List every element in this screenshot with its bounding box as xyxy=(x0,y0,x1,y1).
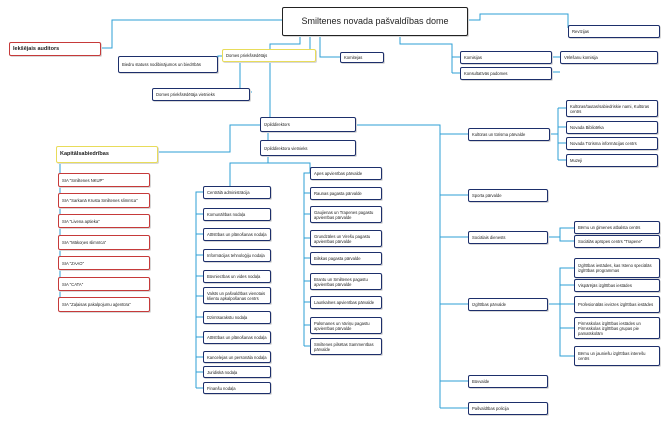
election-commission-node[interactable]: Vēlēšanu komisija xyxy=(560,51,658,64)
internal-auditor-node[interactable]: Iekšējais auditors xyxy=(9,42,101,56)
social-item[interactable]: Sociālās aprūpes centrs "Trapene" xyxy=(574,235,660,248)
admin-department-item[interactable]: Attīstības un plānošanas nodaļa xyxy=(203,228,271,241)
association-status-node[interactable]: Biedru statuss nodibinājumos un biedrībā… xyxy=(118,56,218,73)
parish-admin-item[interactable]: Apes apvienības pārvalde xyxy=(310,167,382,180)
vice-chair-node[interactable]: Domes priekšsēdētāja vietnieks xyxy=(152,88,250,101)
culture-item[interactable]: Muzeji xyxy=(566,154,658,167)
education-item[interactable]: Bērnu un jauniešu izglītības interešu ce… xyxy=(574,346,660,366)
social-item[interactable]: Bērnu un ģimenes atbalsta centrs xyxy=(574,221,660,234)
education-item[interactable]: Profesionālās ievirzes izglītības iestād… xyxy=(574,296,660,313)
parish-admin-item[interactable]: Palsmanes un Variņu pagastu apvienības p… xyxy=(310,317,382,334)
capital-companies-title[interactable]: Kapitālsabiedrības xyxy=(56,146,158,163)
culture-tourism-admin-node[interactable]: Kultūras un tūrisma pārvalde xyxy=(468,128,550,141)
education-admin-node[interactable]: Izglītības pārvalde xyxy=(468,298,548,311)
social-service-node[interactable]: Sociālais dienests xyxy=(468,231,548,244)
admin-department-item[interactable]: Finanšu nodaļa xyxy=(203,382,271,394)
admin-department-item[interactable]: Dzimtsarakstu nodaļa xyxy=(203,311,271,324)
executive-director-node[interactable]: Izpilddirektors xyxy=(260,117,356,132)
municipal-police-node[interactable]: Pašvaldības policija xyxy=(468,402,548,415)
audit-node[interactable]: Revīzijas xyxy=(568,25,660,38)
parish-admin-item[interactable]: Gaujienas un Trapenes pagastu apvienības… xyxy=(310,206,382,223)
admin-department-item[interactable]: Informācijas tehnoloģiju nodaļa xyxy=(203,249,271,262)
capital-company-item[interactable]: SIA "Zaļaisas pakalpojumu aģentūra" xyxy=(58,297,150,312)
capital-company-item[interactable]: SIA "Smiltenes NKUP" xyxy=(58,173,150,187)
capital-company-item[interactable]: SIA "Sarkanā Krusta Smiltenes slimnīca" xyxy=(58,193,150,208)
sports-admin-node[interactable]: Sporta pārvalde xyxy=(468,189,548,202)
root-node[interactable]: Smiltenes novada pašvaldības dome xyxy=(282,7,468,36)
capital-company-item[interactable]: SIA "CATA" xyxy=(58,277,150,291)
parish-admin-item[interactable]: Raunas pagasta pārvalde xyxy=(310,187,382,200)
central-admin-title[interactable]: Centrālā administrācija xyxy=(203,186,271,199)
committees-node[interactable]: Komitejas xyxy=(340,52,384,63)
advisory-councils-node[interactable]: Konsultatīvās padomes xyxy=(460,67,552,80)
commissions-node[interactable]: Komisijas xyxy=(460,51,552,64)
council-chair-node[interactable]: Domes priekšsēdētājs xyxy=(222,49,316,62)
parish-admin-item[interactable]: Brantu un Smiltenes pagastu apvienības p… xyxy=(310,273,382,290)
capital-company-item[interactable]: SIA "Mākoņes slimnīca" xyxy=(58,235,150,250)
culture-item[interactable]: Kultūras/tautas/sabiedriskie nami, Kultū… xyxy=(566,100,658,117)
parish-admin-item[interactable]: Grundzāles un Virešu pagastu apvienības … xyxy=(310,230,382,247)
parish-admin-item[interactable]: Launkalnes apvienības pārvalde xyxy=(310,296,382,309)
admin-department-item[interactable]: Komunālības nodaļa xyxy=(203,208,271,221)
admin-department-item[interactable]: Valsts un pašvaldības vienotais klientu … xyxy=(203,287,271,304)
admin-department-item[interactable]: Kancelejas un personāla nodaļa xyxy=(203,351,271,363)
admin-department-item[interactable]: Juridiskā nodaļa xyxy=(203,366,271,378)
admin-department-item[interactable]: Būvniecības un vides nodaļa xyxy=(203,270,271,283)
parish-admin-item[interactable]: Smiltenes pilsētas Sammenības pārvalde xyxy=(310,338,382,355)
education-item[interactable]: Izglītības iestādes, kas īsteno speciālā… xyxy=(574,258,660,278)
education-item[interactable]: Pirmsskolas izglītības iestādes un Pirms… xyxy=(574,317,660,339)
parish-admin-item[interactable]: Bilskas pagasta pārvalde xyxy=(310,252,382,265)
culture-item[interactable]: Novada Bibliotēka xyxy=(566,121,658,134)
admin-department-item[interactable]: Attīstības un plānošanas nodaļa xyxy=(203,331,271,344)
capital-company-item[interactable]: SIA "Livena aptieka" xyxy=(58,214,150,228)
education-item[interactable]: Vispārējās izglītības iestādes xyxy=(574,279,660,292)
capital-company-item[interactable]: SIA "ZAAO" xyxy=(58,256,150,270)
culture-item[interactable]: Novada Tūrisma informācijas centrs xyxy=(566,137,658,150)
deputy-director-node[interactable]: Izpilddirektora vietnieks xyxy=(260,140,356,156)
building-board-node[interactable]: Būvvalde xyxy=(468,375,548,388)
